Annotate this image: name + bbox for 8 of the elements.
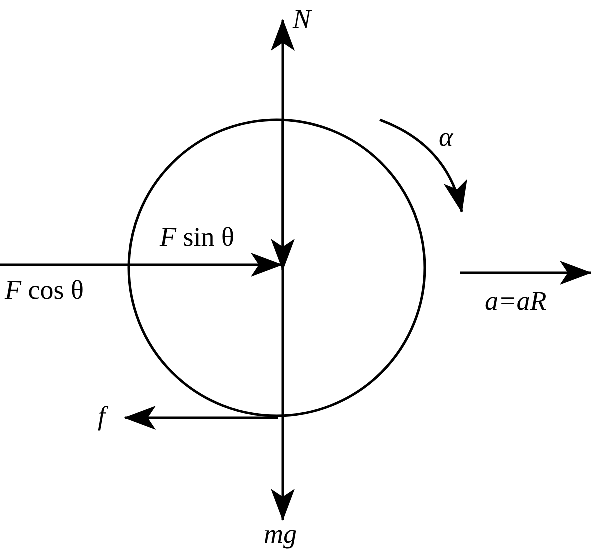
force-label: mg <box>264 521 297 548</box>
force-label: f <box>98 403 106 430</box>
force-label: N <box>293 6 312 33</box>
force-label: α <box>439 124 454 151</box>
force-label: F cos θ <box>5 277 84 304</box>
wheel-circle <box>129 120 425 416</box>
force-label: a=aR <box>485 288 547 315</box>
force-label: F sin θ <box>160 224 234 251</box>
